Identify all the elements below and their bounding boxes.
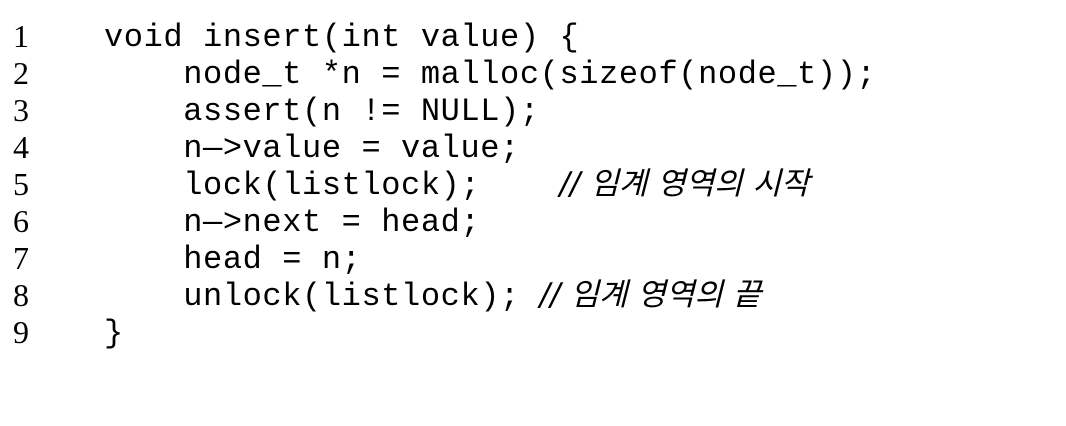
code-line: 2 node_t *n = malloc(sizeof(node_t)); [0,55,1066,93]
code-statement: lock(listlock); [104,167,560,204]
line-number: 4 [13,129,29,165]
code-statement: n—>next = head; [104,204,481,241]
code-line: 1 void insert(int value) { [0,18,1066,56]
line-number: 1 [13,18,29,54]
code-text: n—>value = value; [104,129,520,167]
line-number: 3 [13,92,29,128]
code-statement: void insert(int value) { [104,19,580,56]
code-text: assert(n != NULL); [104,92,540,130]
code-line: 4 n—>value = value; [0,129,1066,167]
code-statement: assert(n != NULL); [104,93,540,130]
code-statement: n—>value = value; [104,130,520,167]
code-statement: node_t *n = malloc(sizeof(node_t)); [104,56,877,93]
code-text: head = n; [104,240,361,278]
code-comment: // 임계 영역의 시작 [559,166,810,202]
code-text: n—>next = head; [104,203,480,241]
code-line: 8 unlock(listlock); // 임계 영역의 끝 [0,277,1066,315]
code-text: unlock(listlock); // 임계 영역의 끝 [104,277,761,315]
line-number: 8 [13,277,29,313]
code-statement: unlock(listlock); [104,278,540,315]
line-number: 9 [13,314,29,350]
code-line: 7 head = n; [0,240,1066,278]
code-text: lock(listlock); // 임계 영역의 시작 [104,166,810,204]
code-text: } [104,314,124,352]
code-line: 3 assert(n != NULL); [0,92,1066,130]
code-text: node_t *n = malloc(sizeof(node_t)); [104,55,876,93]
code-comment: // 임계 영역의 끝 [539,277,762,313]
code-line: 6 n—>next = head; [0,203,1066,241]
code-line: 5 lock(listlock); // 임계 영역의 시작 [0,166,1066,204]
line-number: 7 [13,240,29,276]
line-number: 2 [13,55,29,91]
line-number: 5 [13,166,29,202]
code-line: 9 } [0,314,1066,352]
code-statement: head = n; [104,241,362,278]
code-statement: } [104,315,124,352]
line-number: 6 [13,203,29,239]
code-listing: 1 void insert(int value) { 2 node_t *n =… [0,18,1066,352]
code-text: void insert(int value) { [104,18,579,56]
